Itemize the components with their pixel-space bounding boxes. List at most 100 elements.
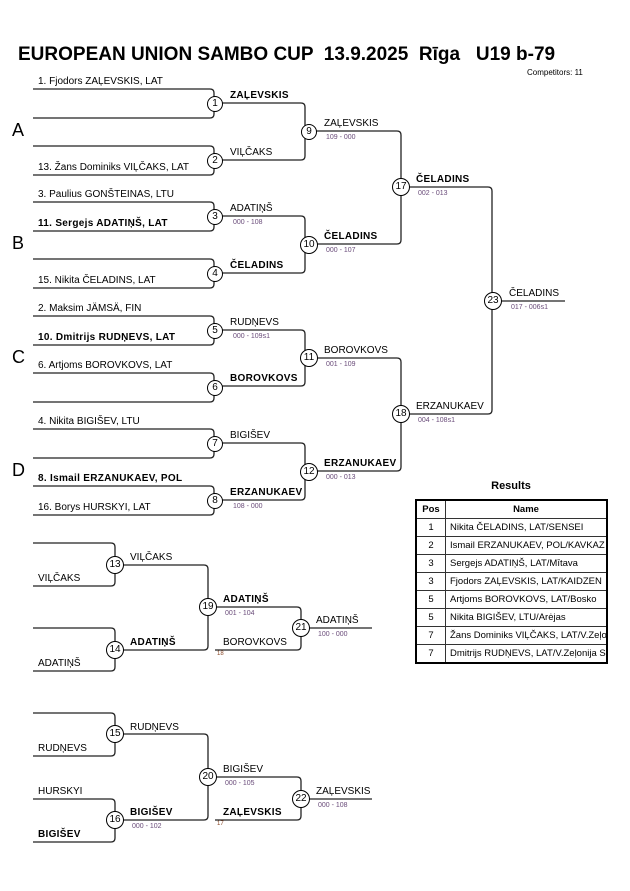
match-winner: BOROVKOVS	[230, 373, 298, 384]
pos-cell: 5	[415, 608, 446, 627]
match-winner: VIĻČAKS	[130, 552, 173, 563]
match-score: 000 - 105	[225, 780, 255, 787]
match-number-9: 9	[301, 123, 317, 140]
match-score: 000 - 109s1	[233, 333, 270, 340]
match-score: 001 - 109	[326, 361, 356, 368]
name-cell: Žans Dominiks VIĻČAKS, LAT/V.Zeļonija SS	[445, 626, 608, 645]
match-winner: ZAĻEVSKIS	[324, 118, 379, 129]
final-winner: ČELADINS	[509, 288, 560, 299]
match-number-22: 22	[292, 790, 310, 808]
match-winner: BOROVKOVS	[324, 345, 388, 356]
source-match-number: 18	[217, 651, 224, 657]
bronze-winner: ADATIŅŠ	[316, 615, 359, 626]
name-cell: Artjoms BOROVKOVS, LAT/Bosko	[445, 590, 608, 609]
entry[interactable]: 11. Sergejs ADATIŅŠ, LAT	[38, 218, 168, 229]
entry[interactable]: 10. Dmitrijs RUDŅEVS, LAT	[38, 332, 176, 343]
pool-label-d: D	[12, 460, 25, 480]
pos-cell: 3	[415, 572, 446, 591]
match-winner: ADATIŅŠ	[230, 203, 273, 214]
match-score: 000 - 108	[233, 219, 263, 226]
entry[interactable]: 15. Nikita ČELADINS, LAT	[38, 275, 156, 286]
match-winner: RUDŅEVS	[130, 722, 179, 733]
pos-cell: 7	[415, 626, 446, 645]
match-winner: ZAĻEVSKIS	[230, 90, 289, 101]
match-score: 004 - 108s1	[418, 417, 455, 424]
match-score: 002 - 013	[418, 190, 448, 197]
match-number-10: 10	[300, 235, 318, 254]
match-number-18: 18	[392, 405, 410, 423]
match-number-13: 13	[106, 556, 124, 574]
entry[interactable]: 2. Maksim JÄMSÄ, FIN	[38, 303, 142, 314]
match-number-6: 6	[207, 379, 223, 396]
name-cell: Sergejs ADATIŅŠ, LAT/Mītava	[445, 554, 608, 573]
match-number-23: 23	[484, 292, 502, 310]
match-winner: RUDŅEVS	[230, 317, 279, 328]
entry[interactable]: 4. Nikita BIGIŠEV, LTU	[38, 416, 140, 427]
match-number-19: 19	[199, 598, 217, 616]
repechage-entry: ZAĻEVSKIS	[223, 807, 282, 818]
match-number-8: 8	[207, 492, 223, 509]
repechage-entry: ADATIŅŠ	[38, 658, 81, 669]
bracket-line	[316, 357, 402, 472]
bracket-line	[33, 428, 215, 459]
name-cell: Nikita ČELADINS, LAT/SENSEI	[445, 518, 608, 537]
match-winner: BIGIŠEV	[230, 430, 271, 441]
match-winner: ČELADINS	[416, 174, 470, 185]
match-number-4: 4	[207, 265, 223, 282]
match-number-15: 15	[106, 725, 124, 743]
match-winner: ERZANUKAEV	[416, 401, 484, 412]
entry[interactable]: 1. Fjodors ZAĻEVSKIS, LAT	[38, 76, 163, 87]
entry[interactable]: 3. Paulius GONŠTEINAS, LTU	[38, 189, 174, 200]
match-number-2: 2	[207, 152, 223, 169]
match-number-5: 5	[207, 322, 223, 339]
repechage-entry: BIGIŠEV	[38, 829, 81, 840]
entry[interactable]: 6. Artjoms BOROVKOVS, LAT	[38, 360, 173, 371]
match-number-17: 17	[392, 178, 410, 196]
bracket-line	[33, 372, 215, 403]
repechage-entry: HURSKYI	[38, 786, 83, 797]
match-winner: VIĻČAKS	[230, 147, 273, 158]
match-number-11: 11	[300, 349, 318, 367]
name-cell: Fjodors ZAĻEVSKIS, LAT/KAIDZEN	[445, 572, 608, 591]
match-winner: ČELADINS	[324, 231, 378, 242]
repechage-entry: BOROVKOVS	[223, 637, 287, 648]
match-winner: BIGIŠEV	[223, 764, 264, 775]
match-winner: ERZANUKAEV	[230, 487, 303, 498]
bracket-line	[409, 186, 493, 415]
match-score: 100 - 000	[318, 631, 348, 638]
match-number-12: 12	[300, 462, 318, 481]
match-number-20: 20	[199, 768, 217, 786]
bracket-line	[316, 130, 402, 245]
pool-label-c: C	[12, 347, 25, 367]
match-score: 109 - 000	[326, 134, 356, 141]
match-score: 000 - 013	[326, 474, 356, 481]
entry[interactable]: 8. Ismail ERZANUKAEV, POL	[38, 473, 183, 484]
pool-label-a: A	[12, 120, 25, 140]
entry[interactable]: 16. Borys HURSKYI, LAT	[38, 502, 151, 513]
entry[interactable]: 13. Žans Dominiks VIĻČAKS, LAT	[38, 162, 189, 173]
bronze-winner: ZAĻEVSKIS	[316, 786, 371, 797]
pos-cell: 7	[415, 644, 446, 664]
match-number-16: 16	[106, 811, 124, 829]
match-number-7: 7	[207, 435, 223, 452]
pos-header: Pos	[415, 499, 446, 519]
pool-label-b: B	[12, 233, 25, 253]
bracket-line	[33, 88, 215, 119]
match-winner: ČELADINS	[230, 260, 284, 271]
repechage-entry: RUDŅEVS	[38, 743, 87, 754]
final-score: 017 - 006s1	[511, 304, 548, 311]
name-cell: Ismail ERZANUKAEV, POL/KAVKAZ	[445, 536, 608, 555]
pos-cell: 5	[415, 590, 446, 609]
name-cell: Nikita BIGIŠEV, LTU/Arėjas	[445, 608, 608, 627]
match-number-21: 21	[292, 619, 310, 637]
match-score: 000 - 102	[132, 823, 162, 830]
match-winner: BIGIŠEV	[130, 807, 173, 818]
